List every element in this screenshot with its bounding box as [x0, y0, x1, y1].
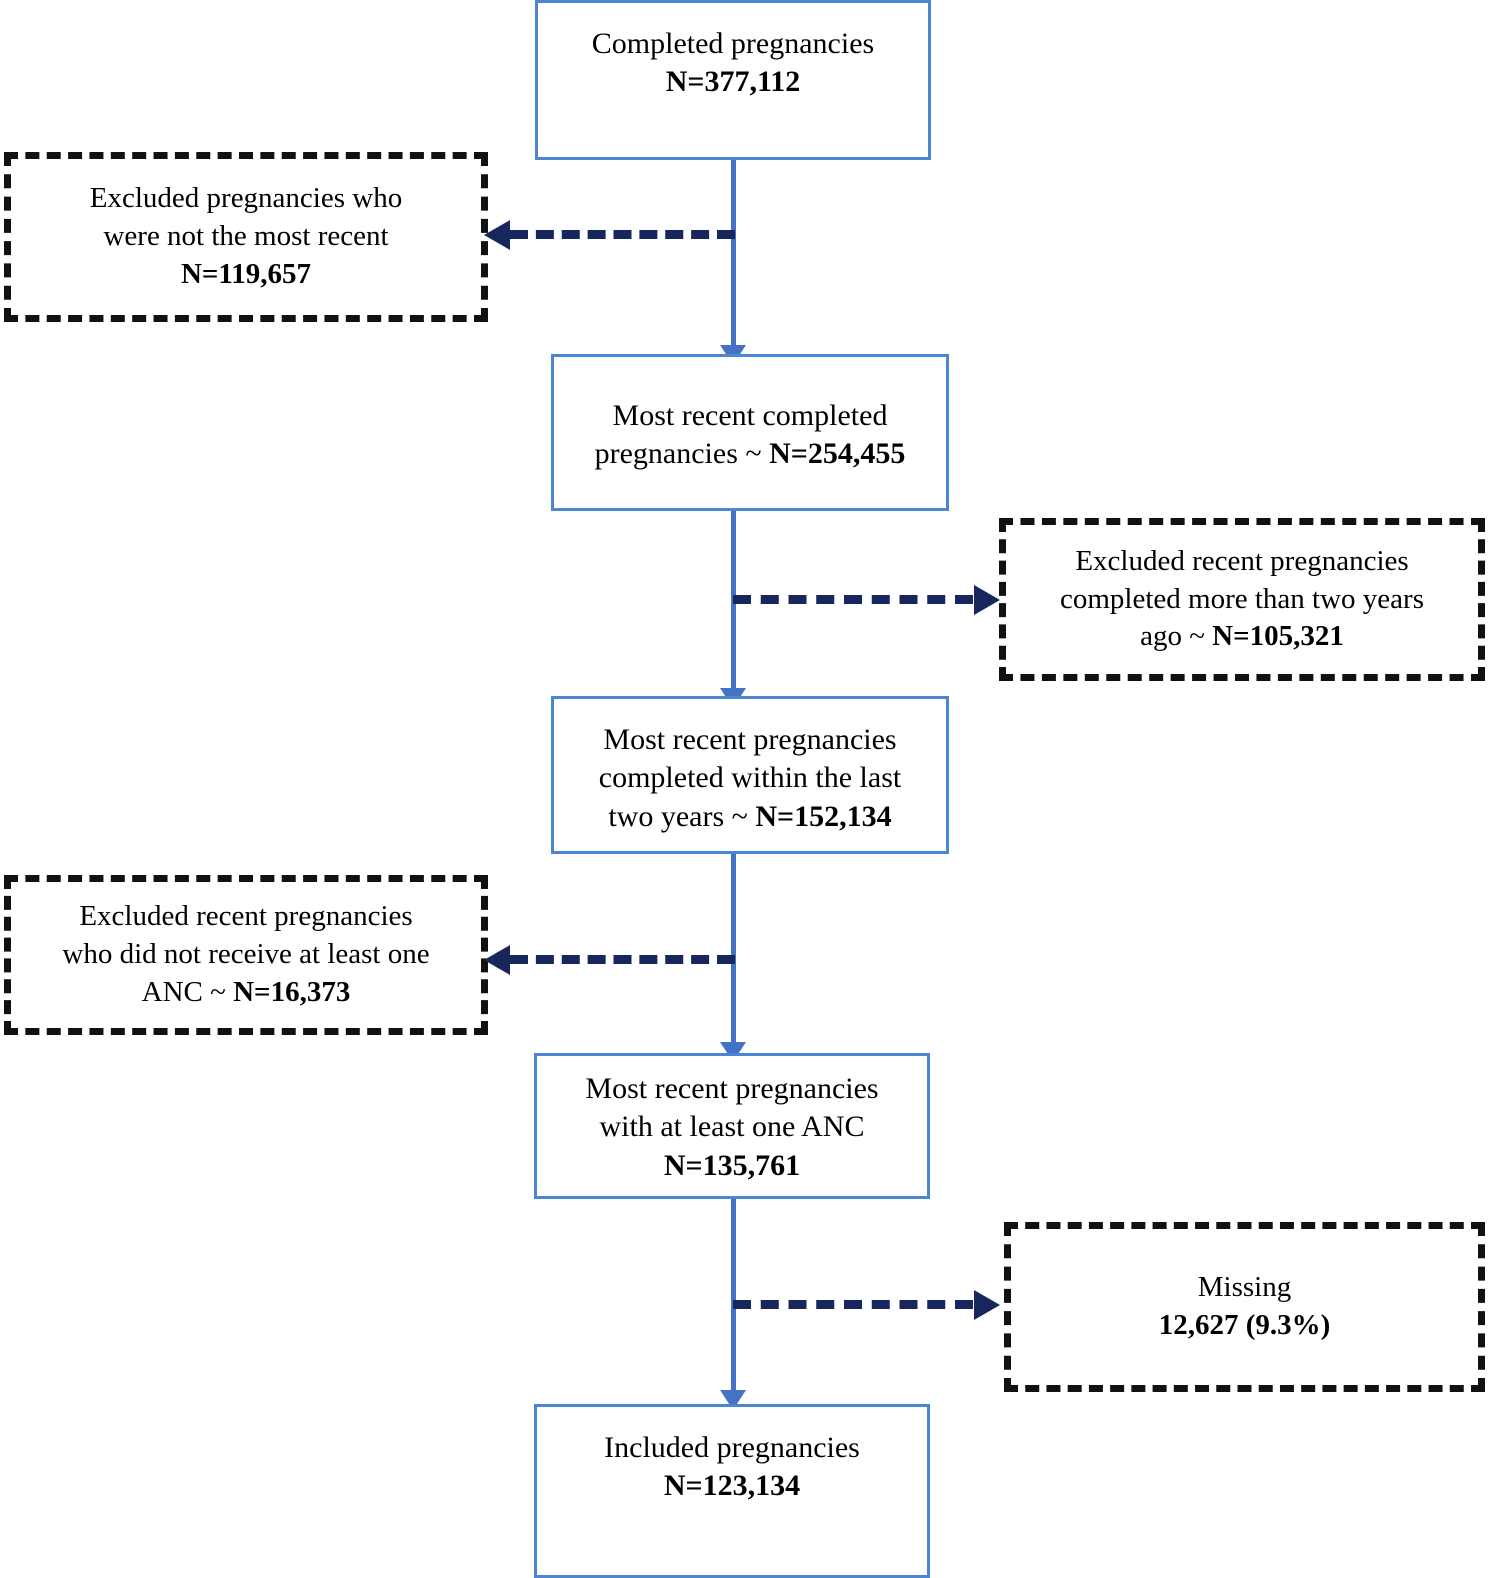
node-at-least-one-anc[interactable]: Most recent pregnancies with at least on… [534, 1053, 930, 1199]
exclusion-not-most-recent-line1: Excluded pregnancies who [89, 182, 403, 215]
exclusion-not-most-recent-count: N=119,657 [180, 257, 312, 290]
exclusion-two-years-count: N=105,321 [1212, 620, 1344, 653]
connector-most-recent-to-two-years [731, 508, 736, 708]
dashed-connector-missing [733, 1300, 973, 1309]
node-two-years-line1: Most recent pregnancies [603, 723, 897, 756]
exclusion-more-than-two-years[interactable]: Excluded recent pregnancies completed mo… [999, 518, 1485, 681]
node-most-recent-count: N=254,455 [769, 437, 906, 471]
node-most-recent-line1: Most recent completed [612, 399, 888, 432]
exclusion-missing-count: 12,627 (9.3%) [1158, 1309, 1331, 1341]
arrowhead-missing [974, 1290, 1000, 1320]
exclusion-missing-line1: Missing [1197, 1271, 1292, 1304]
dashed-connector-more-than-two-years [733, 595, 973, 604]
node-included-pregnancies[interactable]: Included pregnancies N=123,134 [534, 1404, 930, 1578]
connector-completed-to-most-recent [731, 158, 736, 363]
exclusion-missing[interactable]: Missing 12,627 (9.3%) [1004, 1222, 1485, 1392]
exclusion-no-anc[interactable]: Excluded recent pregnancies who did not … [4, 875, 488, 1035]
node-anc-line2: with at least one ANC [599, 1110, 865, 1144]
node-completed-line1: Completed pregnancies [591, 27, 875, 60]
exclusion-no-anc-count: N=16,373 [233, 975, 351, 1008]
node-anc-count: N=135,761 [663, 1148, 801, 1182]
node-two-years-line3: two years ~ N=152,134 [608, 799, 892, 833]
exclusion-no-anc-line1: Excluded recent pregnancies [79, 900, 413, 933]
exclusion-not-most-recent[interactable]: Excluded pregnancies who were not the mo… [4, 152, 488, 322]
exclusion-two-years-line2: completed more than two years [1060, 582, 1424, 615]
node-two-years-count: N=152,134 [755, 799, 892, 833]
node-anc-line1: Most recent pregnancies [585, 1072, 879, 1105]
exclusion-not-most-recent-line2: were not the most recent [103, 220, 389, 253]
arrowhead-more-than-two-years [974, 585, 1000, 615]
dashed-connector-no-anc [510, 955, 735, 964]
node-most-recent-line2: pregnancies ~ N=254,455 [594, 437, 906, 471]
node-completed-pregnancies[interactable]: Completed pregnancies N=377,112 [535, 0, 931, 160]
node-included-count: N=123,134 [663, 1469, 801, 1503]
exclusion-two-years-line3: ago ~ N=105,321 [1140, 620, 1344, 653]
node-included-line1: Included pregnancies [604, 1431, 860, 1464]
arrowhead-no-anc [484, 945, 510, 975]
node-most-recent-completed[interactable]: Most recent completed pregnancies ~ N=25… [551, 354, 949, 511]
node-two-years-line2: completed within the last [598, 761, 902, 795]
exclusion-two-years-line1: Excluded recent pregnancies [1075, 544, 1409, 577]
arrowhead-not-most-recent [484, 220, 510, 250]
node-completed-count: N=377,112 [665, 65, 801, 99]
node-within-two-years[interactable]: Most recent pregnancies completed within… [551, 696, 949, 854]
exclusion-no-anc-line3: ANC ~ N=16,373 [141, 975, 351, 1008]
exclusion-no-anc-line2: who did not receive at least one [62, 938, 430, 971]
dashed-connector-not-most-recent [510, 230, 735, 239]
